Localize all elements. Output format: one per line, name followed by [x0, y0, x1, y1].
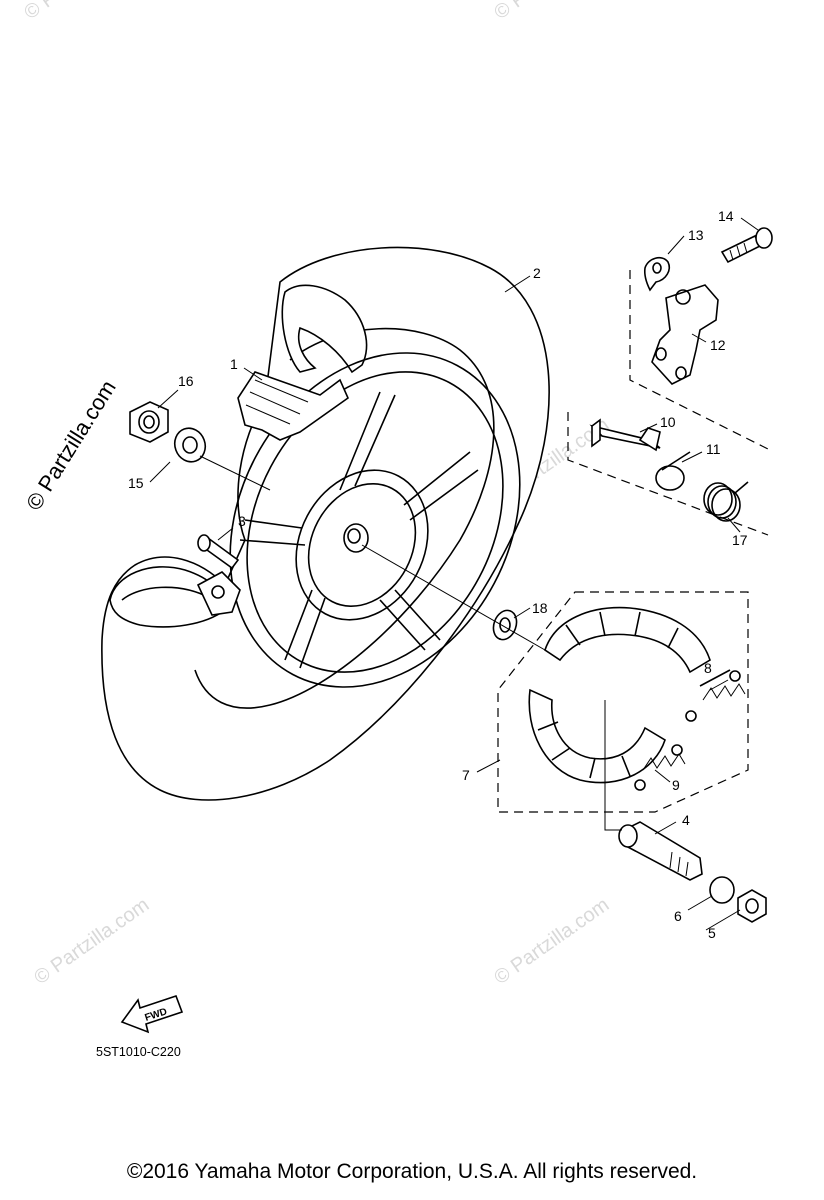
o-ring-6	[709, 876, 735, 904]
callout-2: 2	[533, 265, 541, 281]
callout-17: 17	[732, 532, 748, 548]
wheel-spoke	[379, 589, 441, 651]
fwd-arrow-shape	[120, 994, 184, 1034]
watermark-faint: © Partzilla.com	[490, 0, 613, 24]
wheel-axle-hole	[347, 528, 361, 544]
callout-1: 1	[230, 356, 238, 372]
tire-outline	[101, 246, 550, 801]
spring-9	[634, 744, 686, 791]
callout-9: 9	[672, 777, 680, 793]
tire-cutaway-bottom-inner	[121, 586, 211, 601]
shaft-group-box	[567, 412, 769, 536]
washer-18	[492, 609, 518, 641]
watermark-faint: © Partzilla.com	[30, 894, 153, 989]
wheel-rim-outer	[229, 352, 521, 688]
fwd-arrow: FWD	[120, 994, 184, 1034]
wheel-rim-inner	[246, 371, 504, 673]
air-valve-cap	[197, 534, 211, 552]
wheel-assembly	[101, 246, 550, 801]
callout-6: 6	[674, 908, 682, 924]
wheel-lug-hole	[211, 585, 225, 599]
spring-8	[685, 669, 746, 722]
diagram-code: 5ST1010-C220	[96, 1045, 181, 1059]
washer-15	[173, 427, 207, 463]
leader-lines	[149, 217, 759, 931]
bolt-14	[720, 227, 773, 264]
brake-shoe-upper	[544, 606, 711, 674]
wheel-lug	[196, 571, 241, 616]
cam-leader	[604, 700, 622, 831]
axle-nut-16	[129, 401, 169, 443]
wheel-rim-fragment	[237, 371, 349, 441]
copyright-notice: ©2016 Yamaha Motor Corporation, U.S.A. A…	[126, 1160, 698, 1183]
spring-17	[703, 481, 749, 522]
tire-cutaway-top	[281, 284, 368, 374]
brake-shoe-assembly	[528, 606, 711, 784]
callout-12: 12	[710, 337, 726, 353]
callout-8: 8	[704, 660, 712, 676]
callout-3: 3	[238, 513, 246, 529]
callout-5: 5	[708, 925, 716, 941]
partzilla-watermark: © Partzilla.com	[21, 376, 121, 515]
wheel-hub-inner	[307, 483, 417, 607]
tire-inner-edge	[194, 327, 495, 709]
rim-fragment-ridge	[245, 379, 309, 425]
watermark-faint: © Partzilla.com	[490, 894, 613, 989]
o-ring-11	[655, 451, 691, 491]
callout-15: 15	[128, 475, 144, 491]
wheel-spoke	[403, 451, 479, 521]
callout-14: 14	[718, 208, 734, 224]
wheel-spoke	[339, 391, 396, 491]
arm-group-box	[629, 270, 771, 451]
shaft-10	[589, 418, 661, 452]
callout-13: 13	[688, 227, 704, 243]
cam-nut-5	[737, 889, 767, 923]
watermark-faint: © Partzilla.com	[20, 0, 143, 24]
wheel-spoke	[284, 589, 326, 669]
brake-arm-12	[651, 284, 719, 385]
axle-centerline	[361, 544, 546, 651]
washer-13	[643, 256, 671, 292]
callout-labels: 1 2 3 4 5 6 7 8 9 10 11 12 13 14 15 16 1…	[128, 208, 748, 941]
brake-shoe-lower	[528, 688, 666, 784]
wheel-hub-outer	[295, 469, 429, 621]
brake-group-box	[497, 591, 749, 813]
wheel-spoke	[239, 519, 306, 546]
callout-18: 18	[532, 600, 548, 616]
brake-cam-4	[618, 821, 703, 881]
callout-4: 4	[682, 812, 690, 828]
callout-7: 7	[462, 767, 470, 783]
callout-16: 16	[178, 373, 194, 389]
callout-11: 11	[706, 441, 721, 457]
callout-10: 10	[660, 414, 676, 430]
